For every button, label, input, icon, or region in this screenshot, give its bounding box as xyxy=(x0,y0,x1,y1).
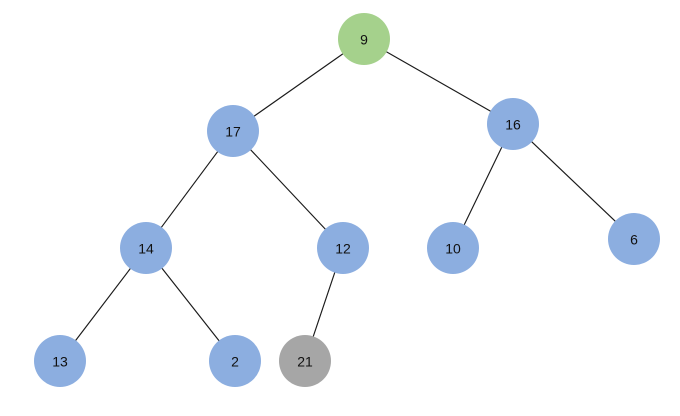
node-label-12: 12 xyxy=(335,241,351,257)
tree-edge-14-2 xyxy=(161,267,220,342)
tree-edge-16-10 xyxy=(463,146,503,226)
node-circle-12[interactable] xyxy=(317,222,369,274)
tree-edge-9-16 xyxy=(385,50,492,113)
tree-node-10[interactable]: 10 xyxy=(427,222,479,274)
tree-edge-16-6 xyxy=(530,140,617,223)
node-circle-2[interactable] xyxy=(209,335,261,387)
node-circle-9[interactable] xyxy=(338,13,390,65)
node-label-6: 6 xyxy=(630,232,638,248)
node-circle-14[interactable] xyxy=(120,222,172,274)
node-circle-10[interactable] xyxy=(427,222,479,274)
node-label-10: 10 xyxy=(445,241,461,257)
tree-node-12[interactable]: 12 xyxy=(317,222,369,274)
edges-layer xyxy=(74,50,617,342)
node-label-14: 14 xyxy=(138,241,154,257)
tree-edge-17-12 xyxy=(249,148,327,231)
tree-edge-12-21 xyxy=(312,271,336,338)
node-label-17: 17 xyxy=(225,124,241,140)
tree-node-16[interactable]: 16 xyxy=(487,98,539,150)
node-label-21: 21 xyxy=(297,354,313,370)
node-circle-21[interactable] xyxy=(279,335,331,387)
node-circle-6[interactable] xyxy=(608,213,660,265)
node-circle-17[interactable] xyxy=(207,105,259,157)
tree-edge-14-13 xyxy=(74,267,132,342)
tree-node-17[interactable]: 17 xyxy=(207,105,259,157)
tree-node-13[interactable]: 13 xyxy=(34,335,86,387)
tree-node-2[interactable]: 2 xyxy=(209,335,261,387)
tree-edge-17-14 xyxy=(160,150,219,229)
node-label-13: 13 xyxy=(52,354,68,370)
tree-node-21[interactable]: 21 xyxy=(279,335,331,387)
node-circle-16[interactable] xyxy=(487,98,539,150)
tree-node-6[interactable]: 6 xyxy=(608,213,660,265)
node-label-2: 2 xyxy=(231,354,239,370)
node-label-16: 16 xyxy=(505,117,521,133)
tree-node-9[interactable]: 9 xyxy=(338,13,390,65)
nodes-layer: 9 17 16 14 12 10 6 13 2 21 xyxy=(34,13,660,387)
tree-node-14[interactable]: 14 xyxy=(120,222,172,274)
tree-edge-9-17 xyxy=(253,52,344,118)
node-circle-13[interactable] xyxy=(34,335,86,387)
node-label-9: 9 xyxy=(360,32,368,48)
